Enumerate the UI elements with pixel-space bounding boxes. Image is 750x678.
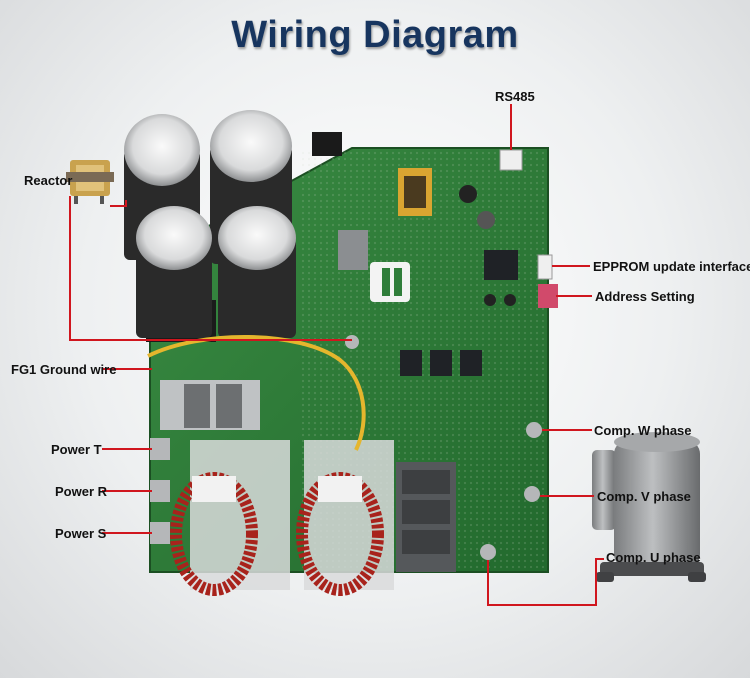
label-fg1-ground-wire: FG1 Ground wire [11, 362, 117, 377]
label-power-r: Power R [55, 484, 108, 499]
callout-lines [69, 104, 604, 606]
reactor-part [66, 160, 114, 204]
label-reactor: Reactor [24, 173, 73, 188]
toroid-coils [170, 472, 384, 596]
compressor [592, 432, 706, 582]
label-comp-w-phase: Comp. W phase [594, 423, 692, 438]
label-comp-u-phase: Comp. U phase [606, 550, 701, 565]
label-comp-v-phase: Comp. V phase [597, 489, 691, 504]
label-address-setting: Address Setting [595, 289, 695, 304]
label-power-t: Power T [51, 442, 102, 457]
label-power-s: Power S [55, 526, 107, 541]
diagram-title: Wiring Diagram [231, 14, 519, 56]
label-rs485: RS485 [495, 89, 535, 104]
capacitors [124, 110, 296, 338]
label-eprom-interface: EPPROM update interface [593, 259, 750, 274]
